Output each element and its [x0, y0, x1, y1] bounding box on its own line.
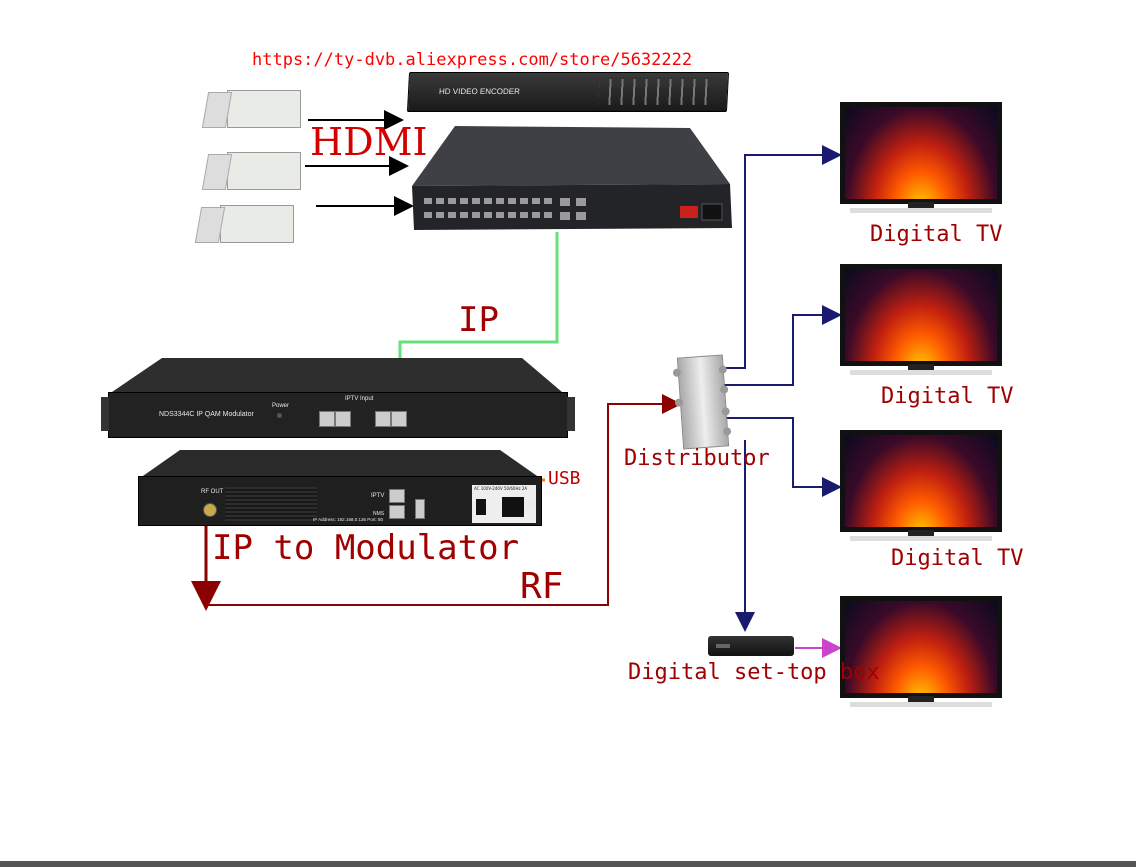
power-spec: AC 100V-240V 50/60Hz 2A: [474, 486, 528, 491]
ip-to-modulator-label: IP to Modulator: [212, 528, 520, 568]
tv-3: [840, 430, 1002, 548]
iptv-port-3[interactable]: [375, 411, 391, 427]
tv-4: [840, 596, 1002, 714]
iptv-port-4[interactable]: [391, 411, 407, 427]
modulator-model: NDS3344C IP QAM Modulator: [159, 411, 254, 418]
encoder-label: HD VIDEO ENCODER: [438, 87, 521, 96]
power-label: Power: [272, 403, 290, 409]
ip-label: IP: [458, 300, 499, 340]
rf-out-label: RF OUT: [201, 489, 224, 495]
power-led: [277, 413, 282, 418]
hd-video-encoder: HD VIDEO ENCODER: [406, 72, 730, 112]
power-module: AC 100V-240V 50/60Hz 2A: [472, 485, 536, 523]
modulator-back-panel: RF OUT IPTV NMS IP Address: 192.168.0.13…: [138, 476, 542, 526]
ce-mark: CE: [525, 499, 537, 508]
power-socket[interactable]: [502, 497, 524, 517]
stb-display: [716, 644, 730, 648]
tv-2: [840, 264, 1002, 382]
tv-1-label: Digital TV: [870, 222, 1003, 247]
tv-2-label: Digital TV: [881, 384, 1014, 409]
iptv-input-label: IPTV Input: [345, 396, 374, 402]
encoder-leds: [598, 79, 710, 105]
set-top-box: [708, 636, 794, 656]
rack-ear-left: [101, 397, 109, 431]
bottom-border: [0, 861, 1136, 867]
distributor-port: [674, 398, 684, 407]
distributor-label: Distributor: [624, 446, 770, 471]
nms-label: NMS: [373, 511, 385, 517]
distributor-port: [672, 368, 682, 378]
dist-line-2: [720, 305, 842, 386]
dist-line-1: [720, 145, 842, 369]
usb-label: USB: [548, 468, 581, 489]
source-receiver-2: [201, 148, 301, 190]
rf-line-2: [206, 394, 682, 606]
vent-grille: [225, 487, 317, 521]
nms-back-port[interactable]: [389, 505, 405, 519]
dist-line-3: [720, 417, 842, 497]
power-switch[interactable]: [476, 499, 486, 515]
modulator-front-panel: NDS3344C IP QAM Modulator Power IPTV Inp…: [101, 392, 575, 438]
tv-3-label: Digital TV: [891, 546, 1024, 571]
iptv-port-2[interactable]: [335, 411, 351, 427]
usb-port[interactable]: [415, 499, 425, 519]
ip-address-label: IP Address: 192.168.0.136 Port: 80: [313, 517, 383, 522]
iptv-port-1[interactable]: [319, 411, 335, 427]
distributor-device: [672, 354, 732, 450]
modulator-top-surface: [112, 358, 562, 392]
store-url[interactable]: https://ty-dvb.aliexpress.com/store/5632…: [252, 50, 693, 70]
source-receiver-3: [194, 201, 294, 243]
rf-out-connector[interactable]: [203, 503, 217, 517]
hdmi-encoder-box: [412, 126, 732, 230]
iptv-back-port[interactable]: [389, 489, 405, 503]
stb-label: Digital set-top box: [628, 660, 880, 685]
source-receiver-1: [201, 86, 301, 128]
modulator-back-top: [140, 450, 540, 478]
rf-label: RF: [520, 566, 564, 607]
rack-ear-right: [567, 397, 575, 431]
iptv-label: IPTV: [371, 493, 385, 499]
hdmi-label: HDMI: [310, 120, 428, 164]
tv-1: [840, 102, 1002, 220]
